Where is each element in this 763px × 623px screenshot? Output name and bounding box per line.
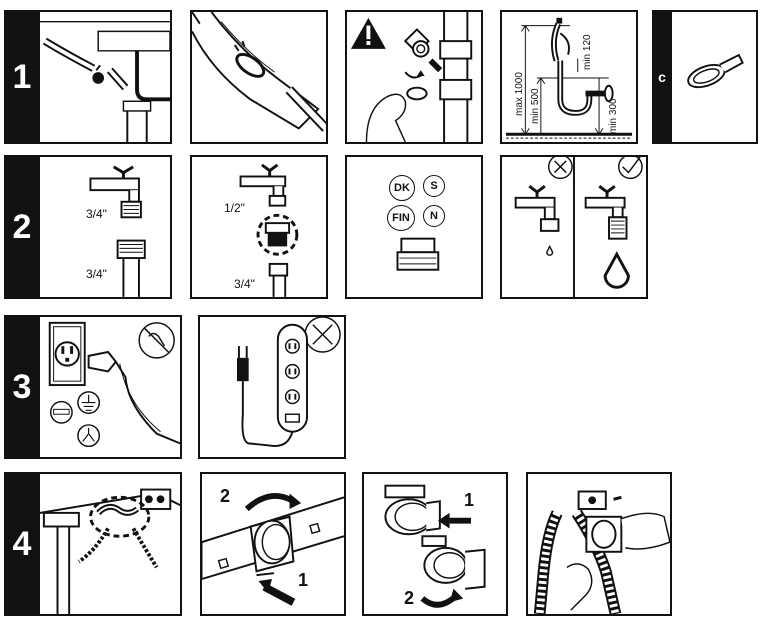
drain-heights-illustration	[505, 17, 633, 139]
panel-1c-warning-gasket	[345, 10, 483, 144]
panel-2b-tap-1-2-adapter: 1/2" 3/4"	[190, 155, 328, 299]
panel-2a-tap-3-4: 3/4" 3/4"	[38, 155, 172, 299]
panel-4a-hose-holder-back	[38, 472, 182, 616]
country-n: N	[423, 205, 445, 227]
panel-4d-hose-secured	[526, 472, 672, 616]
panel-1e-clamp-accessory	[670, 10, 758, 144]
panel-3b-no-power-strip	[198, 315, 346, 459]
country-fin: FIN	[387, 205, 415, 231]
step-4c-1: 1	[464, 490, 475, 510]
step-1-label: 1	[4, 10, 40, 144]
hose-clamp-illustration	[192, 12, 326, 132]
country-s: S	[423, 175, 445, 197]
grounded-outlet-illustration	[48, 321, 180, 448]
thread-3-4-top: 3/4"	[86, 207, 107, 221]
panel-1d-drain-heights: max 1000 min 500 min 120 min 300	[500, 10, 638, 144]
panel-4b-clip-rotate: 2 1	[200, 472, 346, 616]
tap-3-4-illustration	[89, 165, 146, 297]
thread-3-4-bottom: 3/4"	[86, 267, 107, 281]
warning-gasket-illustration	[350, 12, 473, 142]
hose-secured-illustration	[533, 490, 670, 614]
tap-comparison-illustration	[514, 157, 643, 297]
panel-2d-wrong-right-tap	[500, 155, 648, 299]
panel-1a-drain-hose-sink	[38, 10, 172, 144]
step-4b-2: 2	[220, 486, 231, 506]
tap-adapter-illustration	[239, 163, 299, 297]
country-dk: DK	[389, 175, 415, 201]
dim-min-120: min 120	[582, 34, 593, 70]
thread-3-4-adapter: 3/4"	[234, 277, 255, 291]
dim-min-500: min 500	[530, 88, 541, 124]
clip-rotate-illustration	[202, 493, 344, 606]
power-strip-prohibited-illustration	[237, 317, 341, 447]
step-4-label: 4	[4, 472, 40, 616]
drain-hose-sink-illustration	[40, 20, 170, 142]
step-c-label: c	[652, 10, 672, 144]
clip-attach-illustration	[384, 484, 486, 608]
step-4c-2: 2	[404, 588, 415, 608]
step-3-label: 3	[4, 315, 40, 459]
panel-4c-clip-attach: 1 2	[362, 472, 508, 616]
clamp-accessory-icon	[687, 53, 744, 89]
adapter-fitting-icon	[396, 237, 440, 271]
step-4b-1: 1	[298, 570, 309, 590]
panel-2c-country-adapter: DK S FIN N	[345, 155, 483, 299]
panel-1b-hose-clamp	[190, 10, 328, 144]
dim-min-300: min 300	[608, 98, 619, 134]
dim-max-1000: max 1000	[514, 72, 525, 116]
step-2-label: 2	[4, 155, 40, 299]
hose-holder-back-illustration	[40, 488, 180, 614]
thread-1-2: 1/2"	[224, 201, 245, 215]
panel-3a-grounded-outlet	[38, 315, 182, 459]
